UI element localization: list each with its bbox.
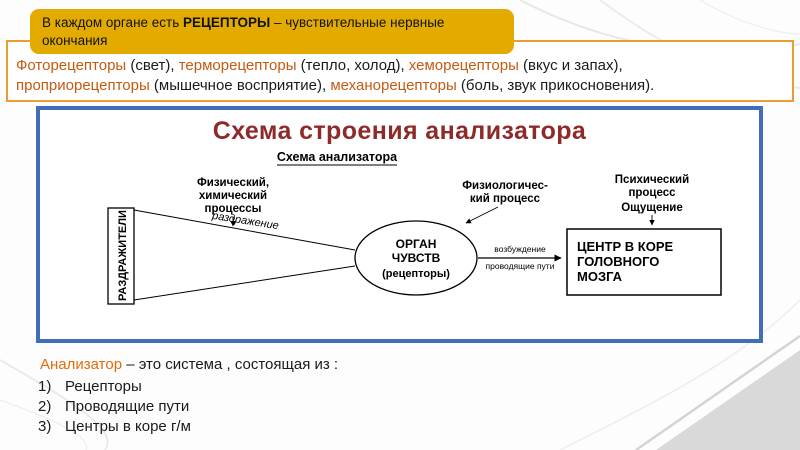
receptor-desc: (боль, звук прикосновения). <box>456 77 655 94</box>
receptor-desc: (тепло, холод), <box>296 57 409 74</box>
center-line3: МОЗГА <box>577 269 623 284</box>
center-line2: ГОЛОВНОГО <box>577 254 659 269</box>
header-text-before: В каждом органе есть <box>42 15 184 30</box>
analyzer-components-list: 1) Рецепторы 2) Проводящие пути 3) Центр… <box>38 377 191 437</box>
label-physiological-line2: кий процесс <box>470 193 541 205</box>
funnel-line-top <box>133 209 356 251</box>
list-item-number: 2) <box>38 398 52 415</box>
label-physical-line1: Физический, <box>197 177 269 189</box>
diagram-subtitle: Схема анализатора <box>277 150 398 164</box>
header-text-after: – чувствительные нервные <box>270 15 445 30</box>
list-item: 3) Центры в коре г/м <box>38 417 191 437</box>
organ-line2: ЧУВСТВ <box>392 251 441 265</box>
diagram-title: Схема строения анализатора <box>212 117 587 145</box>
stimuli-label: РАЗДРАЖИТЕЛИ <box>117 210 129 301</box>
receptor-desc: (свет), <box>126 57 179 74</box>
label-physiological-line1: Физиологичес- <box>462 180 548 192</box>
definition-term: Анализатор <box>40 356 123 373</box>
list-item: 2) Проводящие пути <box>38 397 191 417</box>
receptor-desc: (мышечное восприятие), <box>149 77 331 94</box>
definition-line: Анализатор – это система , состоящая из … <box>40 356 338 373</box>
list-item-text: Рецепторы <box>65 378 142 395</box>
header-line2: окончания <box>42 33 108 48</box>
receptor-term: проприорецепторы <box>16 77 150 94</box>
list-item-number: 3) <box>38 418 52 435</box>
swoosh-bottom-left-2 <box>0 399 88 450</box>
stimuli-box <box>107 207 135 305</box>
excitation-label: возбуждение <box>494 244 546 254</box>
receptor-term: механорецепторы <box>330 77 457 94</box>
brain-center-box <box>566 228 722 296</box>
list-item-text: Проводящие пути <box>65 398 190 415</box>
physiological-pointer-arrow <box>465 206 499 224</box>
header-line1: В каждом органе есть РЕЦЕПТОРЫ – чувстви… <box>42 14 502 32</box>
sense-organ-ellipse <box>354 220 478 296</box>
receptor-desc: (вкус и запах), <box>518 57 623 74</box>
receptor-term: хеморецепторы <box>408 57 519 74</box>
corner-triangle <box>656 350 800 450</box>
header-text-bold: РЕЦЕПТОРЫ <box>183 15 271 30</box>
center-line1: ЦЕНТР В КОРЕ <box>577 239 673 254</box>
organ-line3: (рецепторы) <box>382 268 450 280</box>
organ-line1: ОРГАН <box>396 237 437 251</box>
swoosh-bottom-right <box>559 299 800 450</box>
definition-rest: – это система , состоящая из : <box>122 356 339 373</box>
label-psychic-line2: процесс <box>628 187 676 199</box>
list-item-number: 1) <box>38 378 52 395</box>
label-psychic-line1: Психический <box>615 174 689 186</box>
list-item-text: Центры в коре г/м <box>65 418 191 435</box>
diagram-frame: Схема строения анализатора Схема анализа… <box>36 106 763 343</box>
header-banner: В каждом органе есть РЕЦЕПТОРЫ – чувстви… <box>30 9 514 54</box>
receptor-term: терморецепторы <box>178 57 297 74</box>
label-physical-line3: процессы <box>205 203 262 215</box>
label-psychic-line3: Ощущение <box>621 202 683 214</box>
list-item: 1) Рецепторы <box>38 377 191 397</box>
corner-triangle-edge <box>635 334 800 450</box>
pathways-label: проводящие пути <box>486 261 555 271</box>
analyzer-diagram: Схема анализатора Физический, химический… <box>107 150 722 305</box>
receptor-term: Фоторецепторы <box>16 57 127 74</box>
funnel-line-bottom <box>133 265 356 301</box>
label-physical-line2: химический <box>199 190 267 202</box>
swoosh-top-right-3 <box>699 0 800 35</box>
swoosh-bottom-left-1 <box>0 359 109 450</box>
